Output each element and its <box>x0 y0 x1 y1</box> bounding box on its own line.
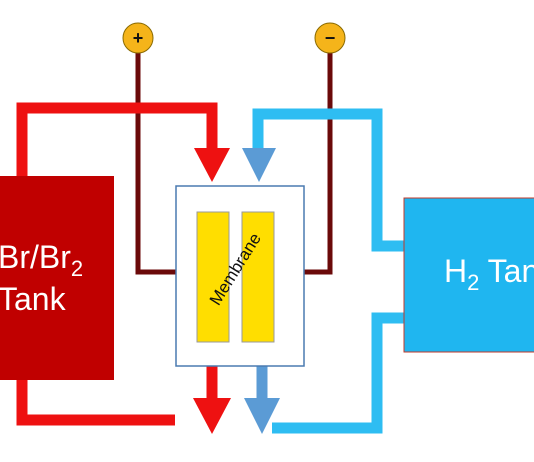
positive-terminal-symbol: + <box>133 28 144 48</box>
br-tank-subscript: 2 <box>71 256 83 281</box>
blue-flow-top-pipe <box>252 108 404 252</box>
br-tank-label-line2: Tank <box>0 281 67 317</box>
h2-tank-subscript: 2 <box>467 270 479 295</box>
h2-tank-word: Tank <box>479 253 534 289</box>
red-flow-top-arrowhead <box>194 148 230 182</box>
blue-flow-bottom-arrowhead <box>244 398 280 434</box>
blue-flow-bottom-pipe <box>272 312 404 434</box>
br-tank-formula: Br/Br <box>0 239 71 275</box>
negative-wire <box>304 42 333 275</box>
h2-tank <box>403 197 534 353</box>
red-flow-top-pipe <box>16 102 218 178</box>
negative-terminal <box>314 22 346 54</box>
blue-flow-top-arrowhead <box>242 148 276 182</box>
left-electrode <box>196 211 230 343</box>
h2-tank-label: H2 Tank <box>444 253 534 295</box>
right-electrode <box>241 211 275 343</box>
br-tank <box>0 176 114 380</box>
red-flow-bottom-pipe <box>16 378 175 426</box>
negative-terminal-symbol: − <box>325 28 336 48</box>
br-tank-label-line1: Br/Br2 <box>0 239 83 281</box>
positive-terminal <box>122 22 154 54</box>
h2-tank-formula: H <box>444 253 467 289</box>
positive-wire <box>135 42 176 275</box>
red-flow-bottom-arrowhead <box>193 398 231 434</box>
